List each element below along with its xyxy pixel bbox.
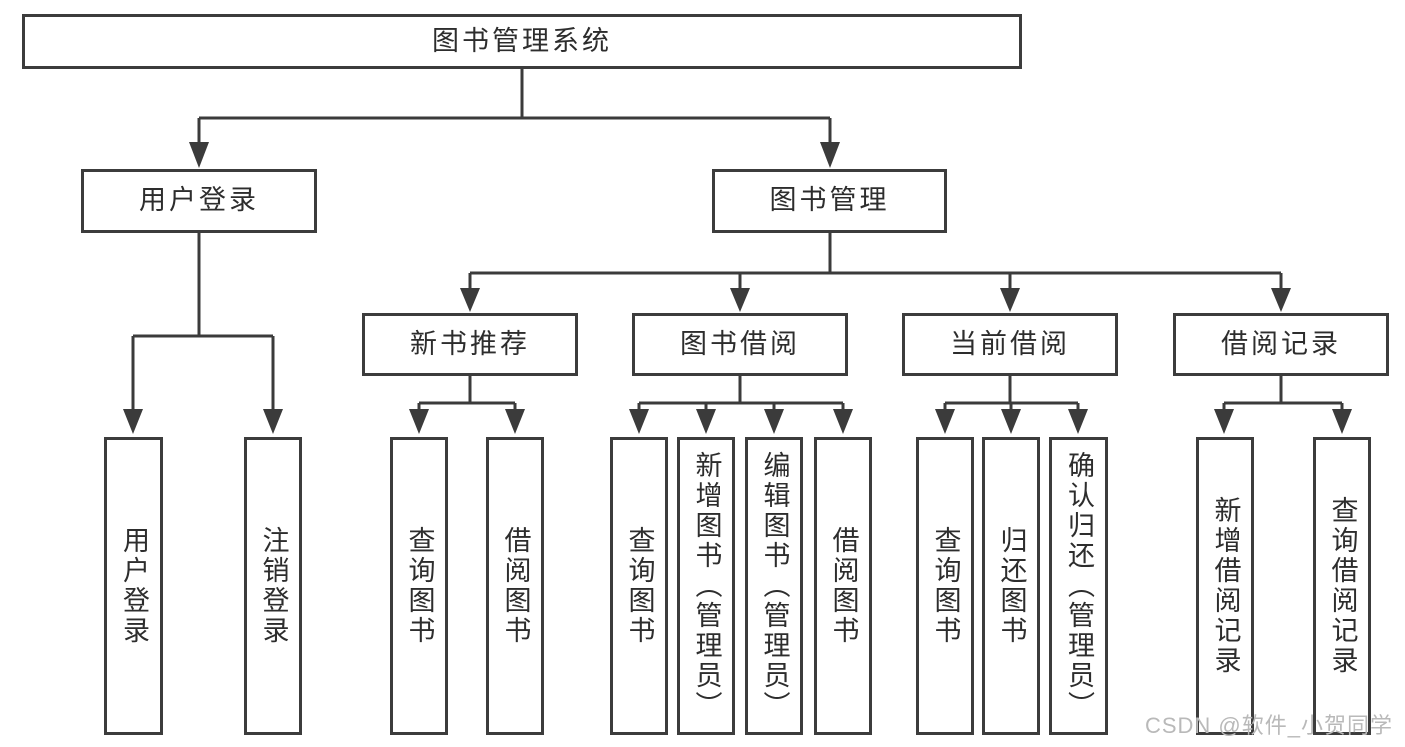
leaf-confirm-return-admin-label: 确认归还（管理员）	[1064, 451, 1095, 721]
node-new-book-recommend: 新书推荐	[362, 313, 578, 376]
leaf-borrow-books-recommend: 借阅图书	[486, 437, 544, 735]
leaf-borrow-books-label: 借阅图书	[828, 526, 859, 646]
leaf-query-books-current-label: 查询图书	[930, 526, 961, 646]
arrowheads	[123, 142, 1352, 434]
node-borrow-records: 借阅记录	[1173, 313, 1389, 376]
leaf-query-books-borrow-label: 查询图书	[624, 526, 655, 646]
node-book-management: 图书管理	[712, 169, 947, 233]
leaf-edit-book-admin: 编辑图书（管理员）	[745, 437, 803, 735]
leaf-query-books-current: 查询图书	[916, 437, 974, 735]
leaf-add-book-admin-label: 新增图书（管理员）	[691, 451, 722, 721]
csdn-watermark: CSDN @软件_小贺同学	[1144, 713, 1393, 738]
leaf-user-login-label: 用户登录	[119, 526, 150, 646]
leaf-add-book-admin: 新增图书（管理员）	[677, 437, 735, 735]
leaf-return-book: 归还图书	[982, 437, 1040, 735]
leaf-logout-login: 注销登录	[244, 437, 302, 735]
node-root-label: 图书管理系统	[432, 25, 612, 56]
node-borrow-records-label: 借阅记录	[1221, 328, 1341, 359]
leaf-user-login: 用户登录	[104, 437, 163, 735]
node-book-borrow-label: 图书借阅	[680, 328, 800, 359]
node-book-management-label: 图书管理	[769, 185, 890, 216]
leaf-query-books-recommend-label: 查询图书	[404, 526, 435, 646]
node-user-login: 用户登录	[81, 169, 317, 233]
leaf-query-books-borrow: 查询图书	[610, 437, 668, 735]
connector-shafts	[131, 69, 1344, 414]
leaf-return-book-label: 归还图书	[996, 526, 1027, 646]
leaf-borrow-books: 借阅图书	[814, 437, 872, 735]
leaf-add-borrow-record-label: 新增借阅记录	[1210, 496, 1241, 676]
leaf-borrow-books-recommend-label: 借阅图书	[500, 526, 531, 646]
node-user-login-label: 用户登录	[139, 185, 259, 216]
leaf-edit-book-admin-label: 编辑图书（管理员）	[759, 451, 790, 721]
node-current-borrow: 当前借阅	[902, 313, 1118, 376]
leaf-query-borrow-record-label: 查询借阅记录	[1327, 496, 1358, 676]
leaf-query-borrow-record: 查询借阅记录	[1313, 437, 1371, 735]
leaf-add-borrow-record: 新增借阅记录	[1196, 437, 1254, 735]
node-book-borrow: 图书借阅	[632, 313, 848, 376]
leaf-logout-login-label: 注销登录	[258, 526, 289, 646]
node-root: 图书管理系统	[22, 14, 1022, 69]
node-current-borrow-label: 当前借阅	[950, 328, 1070, 359]
leaf-confirm-return-admin: 确认归还（管理员）	[1049, 437, 1108, 735]
node-new-book-recommend-label: 新书推荐	[410, 328, 530, 359]
leaf-query-books-recommend: 查询图书	[390, 437, 448, 735]
